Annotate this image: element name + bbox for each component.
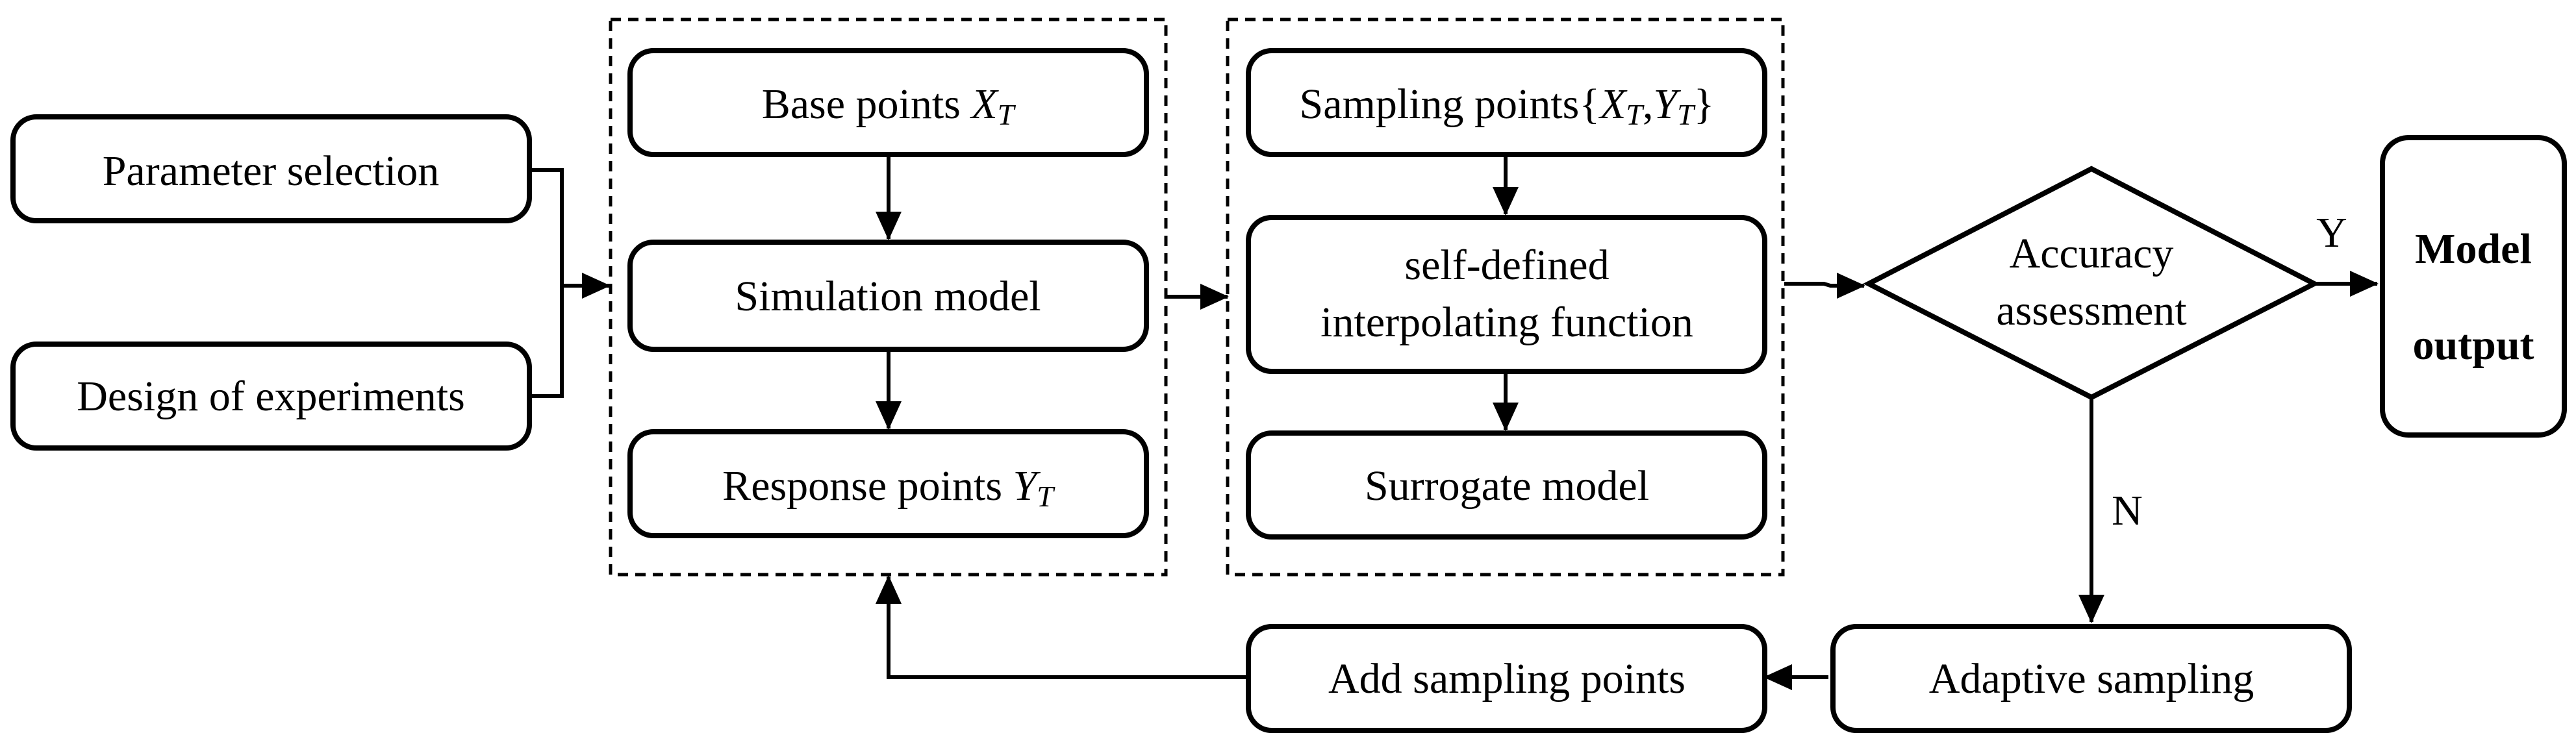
model-output-node: Model output — [2380, 135, 2567, 438]
arrow-feedback-to-simulation-group — [876, 575, 1248, 679]
simulation-group-frame — [609, 18, 1168, 577]
arrow-to-accuracy-assessment — [1784, 273, 1865, 299]
surrogate-model-label: Surrogate model — [1365, 462, 1649, 510]
interpolating-function-node: self-defined interpolating function — [1246, 215, 1767, 374]
base-points-label: Base points XT — [762, 81, 1017, 131]
design-of-experiments-label: Design of experiments — [77, 373, 465, 420]
connectors — [529, 155, 2379, 690]
adaptive-sampling-label: Adaptive sampling — [1929, 655, 2254, 702]
adaptive-sampling-node: Adaptive sampling — [1830, 624, 2352, 733]
surrogate-group-frame — [1226, 18, 1785, 577]
response-points-node: Response points YT — [627, 429, 1149, 538]
base-points-node: Base points XT — [627, 48, 1149, 157]
model-output-line2: output — [2412, 321, 2534, 369]
add-sampling-points-label: Add sampling points — [1328, 655, 1686, 702]
parameter-selection-label: Parameter selection — [103, 147, 440, 195]
parameter-selection-node: Parameter selection — [10, 114, 532, 223]
design-of-experiments-node: Design of experiments — [10, 342, 532, 451]
response-points-label: Response points YT — [722, 462, 1055, 513]
simulation-model-node: Simulation model — [627, 240, 1149, 352]
sampling-points-label: Sampling points{XT,YT} — [1300, 81, 1715, 131]
add-sampling-points-node: Add sampling points — [1246, 624, 1767, 733]
accuracy-assessment-line2: assessment — [1996, 287, 2186, 334]
yes-edge-label: Y — [2316, 209, 2347, 256]
interpolating-function-line1: self-defined — [1404, 242, 1609, 289]
accuracy-assessment-decision: Accuracy assessment — [1863, 166, 2320, 401]
sampling-points-node: Sampling points{XT,YT} — [1246, 48, 1767, 157]
surrogate-model-node: Surrogate model — [1246, 430, 1767, 540]
model-output-line1: Model — [2415, 225, 2532, 273]
no-edge-label: N — [2112, 487, 2143, 534]
merge-connector — [529, 168, 564, 398]
interpolating-function-line2: interpolating function — [1320, 299, 1693, 346]
accuracy-assessment-line1: Accuracy — [2010, 230, 2174, 277]
simulation-model-label: Simulation model — [735, 273, 1041, 320]
